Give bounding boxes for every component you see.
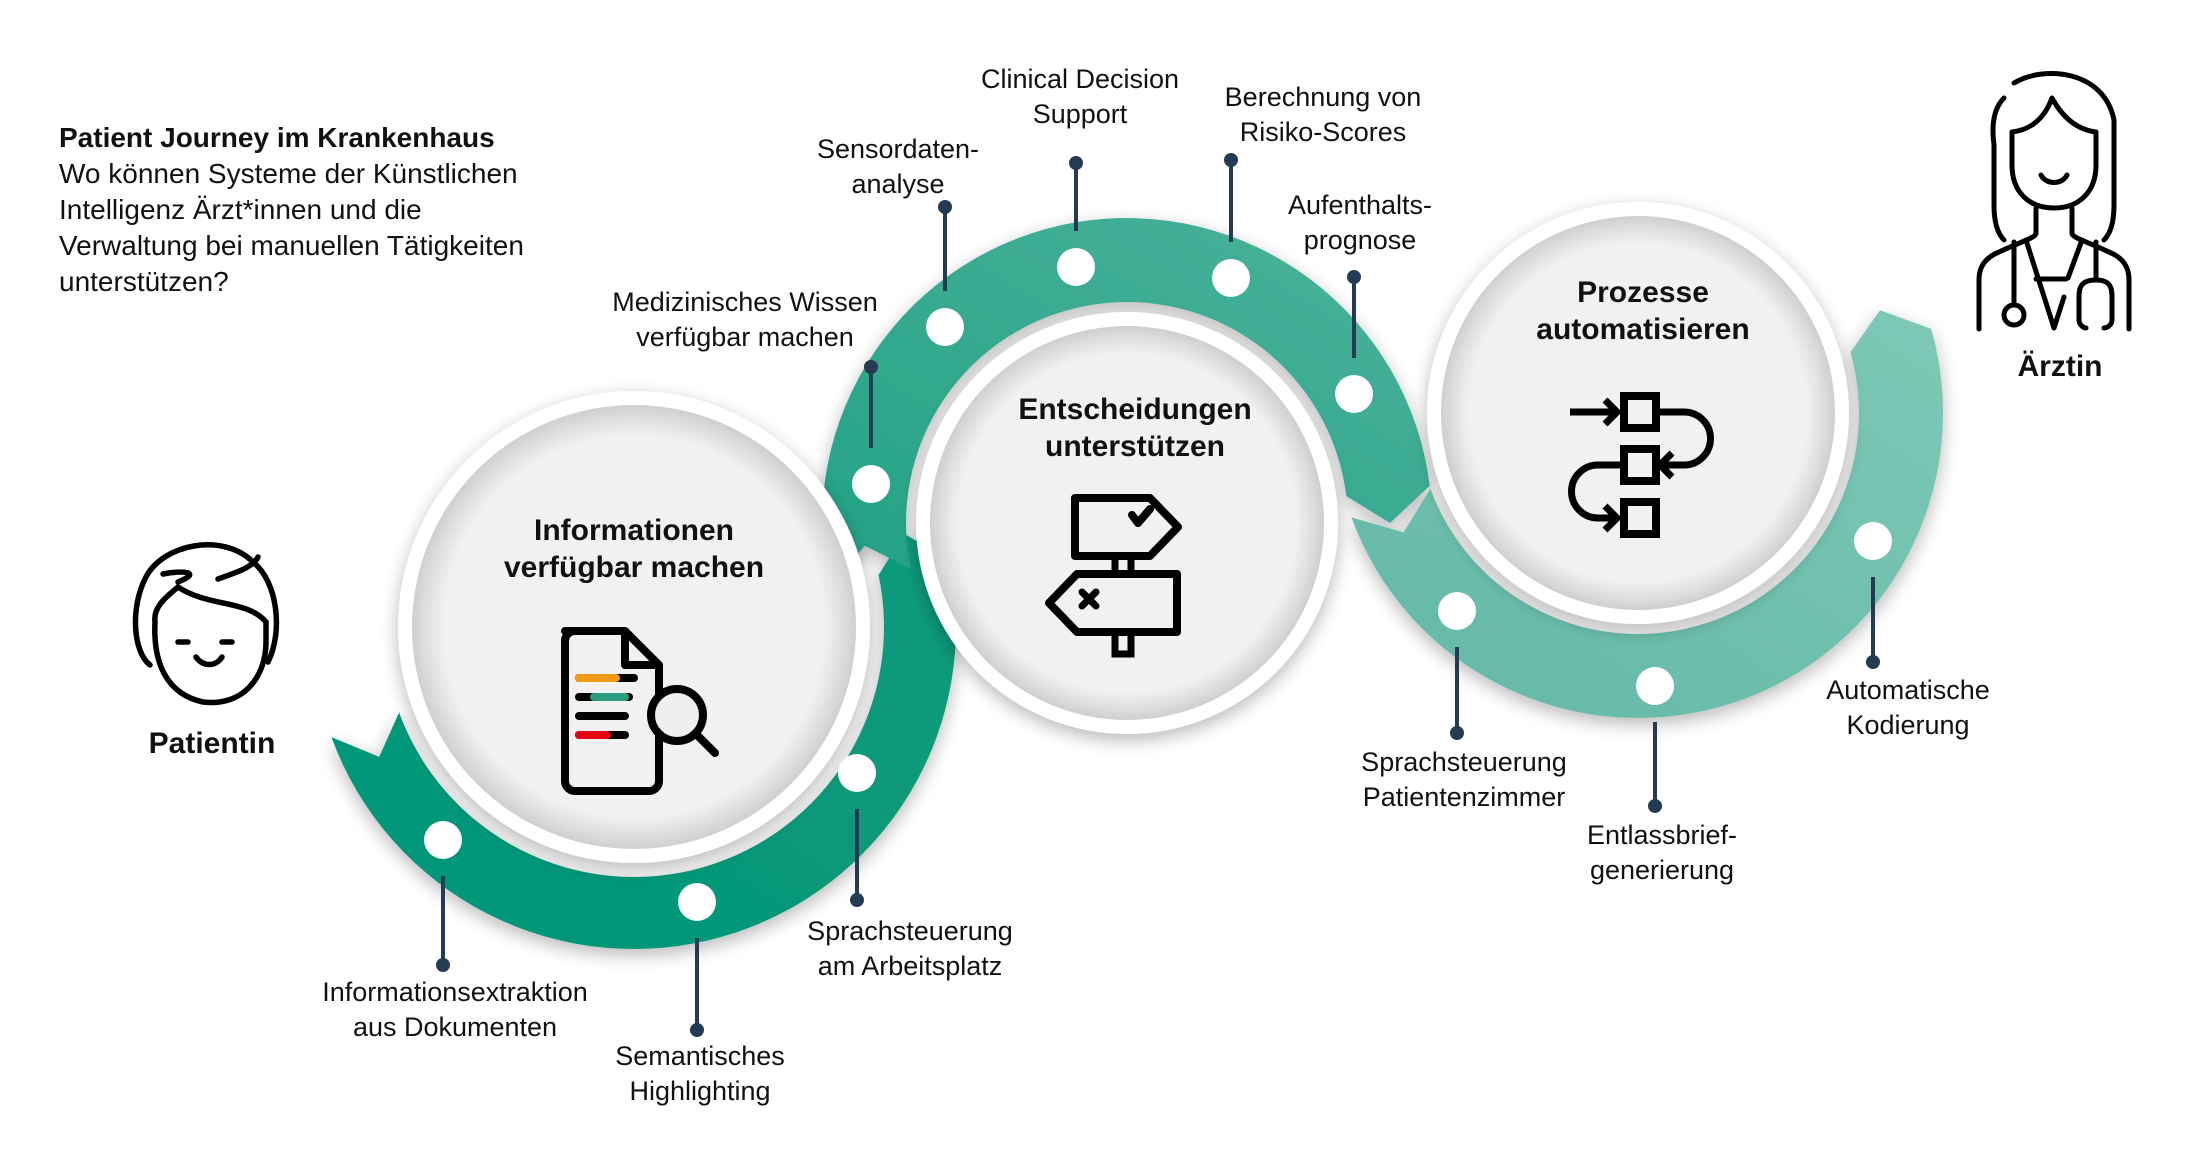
- doctor-icon: [1976, 71, 2132, 332]
- stage-circles: [398, 202, 1849, 863]
- step-label-stay-prognosis: Aufenthalts- prognose: [1288, 188, 1432, 258]
- step-label-line: am Arbeitsplatz: [817, 951, 1003, 981]
- band-segment-1: [331, 533, 957, 949]
- stage-circle-2: [930, 326, 1324, 720]
- step-label-discharge-letter: Entlassbrief- generierung: [1587, 818, 1737, 888]
- connector-endpoint: [850, 893, 864, 907]
- step-label-line: verfügbar machen: [636, 322, 854, 352]
- step-dot[interactable]: [678, 883, 716, 921]
- step-label-line: Entlassbrief-: [1586, 820, 1738, 850]
- step-label-line: Informationsextraktion: [322, 977, 588, 1007]
- stage-circle-1: [412, 405, 856, 849]
- workflow-icon: [1568, 392, 1714, 538]
- step-dot[interactable]: [1057, 248, 1095, 286]
- connector-endpoint: [1450, 726, 1464, 740]
- step-label-semantic-highlighting: Semantisches Highlighting: [615, 1039, 785, 1109]
- step-dot[interactable]: [1212, 259, 1250, 297]
- step-label-clinical-decision-support: Clinical Decision Support: [981, 62, 1179, 132]
- step-label-line: prognose: [1303, 225, 1417, 255]
- step-label-information-extraction: Informationsextraktion aus Dokumenten: [322, 975, 588, 1045]
- stage-title-line: verfügbar machen: [503, 551, 765, 584]
- stage-title-information: Informationen verfügbar machen: [504, 512, 764, 586]
- step-label-line: generierung: [1589, 855, 1735, 885]
- patient-label: Patientin: [148, 727, 276, 760]
- step-label-medical-knowledge: Medizinisches Wissen verfügbar machen: [612, 285, 878, 355]
- step-label-line: aus Dokumenten: [352, 1012, 558, 1042]
- connector-endpoint: [864, 360, 878, 374]
- step-dot[interactable]: [926, 308, 964, 346]
- step-label-sensor-analysis: Sensordaten- analyse: [817, 132, 979, 202]
- step-label-line: Sprachsteuerung: [1361, 747, 1567, 777]
- document-search-icon: [561, 627, 719, 795]
- step-label-line: Automatische: [1826, 675, 1990, 705]
- stage-title-line: Prozesse: [1577, 276, 1709, 309]
- step-label-line: Sprachsteuerung: [807, 916, 1013, 946]
- step-label-line: analyse: [851, 169, 945, 199]
- connector-endpoint: [1347, 270, 1361, 284]
- stage-title-line: Informationen: [534, 514, 734, 547]
- intro-line: unterstützen?: [59, 266, 229, 297]
- step-dot[interactable]: [424, 821, 462, 859]
- intro-line: Intelligenz Ärzt*innen und die: [59, 194, 422, 225]
- intro-title: Patient Journey im Krankenhaus: [59, 122, 495, 153]
- step-label-line: Highlighting: [629, 1076, 771, 1106]
- step-dot[interactable]: [1438, 592, 1476, 630]
- stage-title-line: automatisieren: [1536, 313, 1750, 346]
- step-dot[interactable]: [838, 754, 876, 792]
- connector-endpoint: [938, 200, 952, 214]
- connector-endpoint: [1069, 156, 1083, 170]
- step-label-line: Sensordaten-: [816, 134, 980, 164]
- journey-band: [331, 218, 1943, 949]
- step-label-risk-scores: Berechnung von Risiko-Scores: [1225, 80, 1422, 150]
- intro-line: Wo können Systeme der Künstlichen: [59, 158, 518, 189]
- connector-endpoint: [1224, 153, 1238, 167]
- band-segment-2: [822, 218, 1430, 587]
- connector-endpoint: [690, 1023, 704, 1037]
- step-label-line: Clinical Decision: [980, 64, 1180, 94]
- step-dot[interactable]: [1636, 667, 1674, 705]
- step-label-line: Aufenthalts-: [1287, 190, 1433, 220]
- step-connectors: [436, 153, 1880, 1037]
- step-label-voice-control-room: Sprachsteuerung Patientenzimmer: [1361, 745, 1567, 815]
- connector-endpoint: [1866, 655, 1880, 669]
- step-label-automatic-coding: Automatische Kodierung: [1826, 673, 1990, 743]
- connector-endpoint: [1648, 799, 1662, 813]
- step-label-line: Semantisches: [615, 1041, 785, 1071]
- step-label-line: Risiko-Scores: [1239, 117, 1407, 147]
- step-label-voice-control-workplace: Sprachsteuerung am Arbeitsplatz: [807, 914, 1013, 984]
- step-label-line: Support: [1032, 99, 1128, 129]
- step-dot[interactable]: [852, 465, 890, 503]
- connector-endpoint: [436, 958, 450, 972]
- step-label-line: Patientenzimmer: [1362, 782, 1566, 812]
- stage-title-line: Entscheidungen: [1018, 393, 1252, 426]
- step-label-line: Kodierung: [1846, 710, 1970, 740]
- step-dot[interactable]: [1335, 375, 1373, 413]
- step-dot[interactable]: [1854, 522, 1892, 560]
- stage-title-line: unterstützen: [1044, 430, 1225, 463]
- stage-title-processes: Prozesse automatisieren: [1536, 274, 1749, 348]
- step-label-line: Medizinisches Wissen: [612, 287, 878, 317]
- stage-circle-3: [1441, 216, 1835, 610]
- stage-title-decisions: Entscheidungen unterstützen: [1018, 391, 1251, 465]
- band-segment-3: [1351, 310, 1943, 718]
- doctor-label: Ärztin: [2017, 350, 2103, 383]
- step-label-line: Berechnung von: [1224, 82, 1422, 112]
- intro-text: Patient Journey im Krankenhaus Wo können…: [59, 120, 619, 300]
- step-dots: [424, 248, 1892, 921]
- intro-line: Verwaltung bei manuellen Tätigkeiten: [59, 230, 524, 261]
- signpost-icon: [1045, 494, 1182, 658]
- patient-icon: [132, 542, 280, 706]
